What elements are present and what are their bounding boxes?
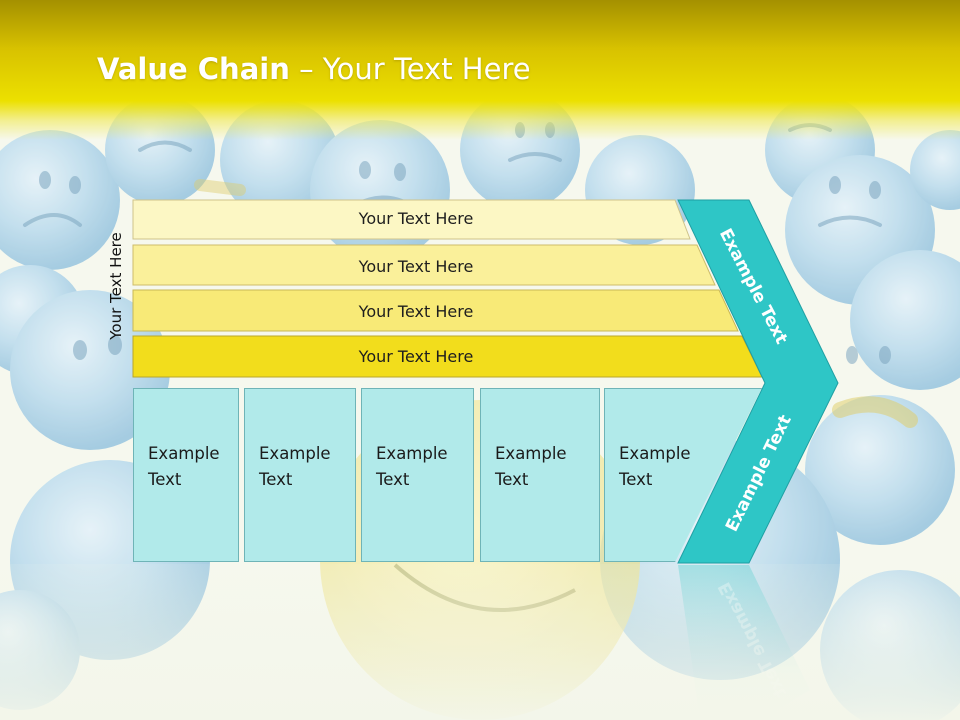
support-bar-2[interactable] [132,244,716,286]
activity-box-1[interactable]: Example Text [133,388,239,562]
activity-box-1-line1: Example [148,444,220,463]
activity-box-3[interactable]: Example Text [361,388,474,562]
support-bar-3[interactable] [132,289,739,332]
title-rest: – Your Text Here [289,52,531,86]
support-bar-1[interactable] [132,199,691,240]
support-bar-3-label: Your Text Here [358,302,474,321]
activity-box-3-line1: Example [376,444,448,463]
support-bar-2-label: Your Text Here [358,257,474,276]
activity-box-2-line1: Example [259,444,331,463]
activity-box-4-line1: Example [495,444,567,463]
activity-box-4[interactable]: Example Text [480,388,600,562]
activity-box-5-line1: Example [619,444,691,463]
slide-title: Value Chain – Your Text Here [97,52,531,86]
title-band [0,0,960,140]
activity-box-5-line2: Text [619,470,653,489]
chevron-arrow[interactable] [677,199,839,564]
support-bar-4-label: Your Text Here [358,347,474,366]
activity-box-4-line2: Text [495,470,529,489]
activity-box-2[interactable]: Example Text [244,388,356,562]
activity-box-1-line2: Text [148,470,182,489]
activity-box-2-line2: Text [259,470,293,489]
support-bar-1-label: Your Text Here [358,209,474,228]
activity-box-3-line2: Text [376,470,410,489]
title-bold: Value Chain [97,52,290,86]
